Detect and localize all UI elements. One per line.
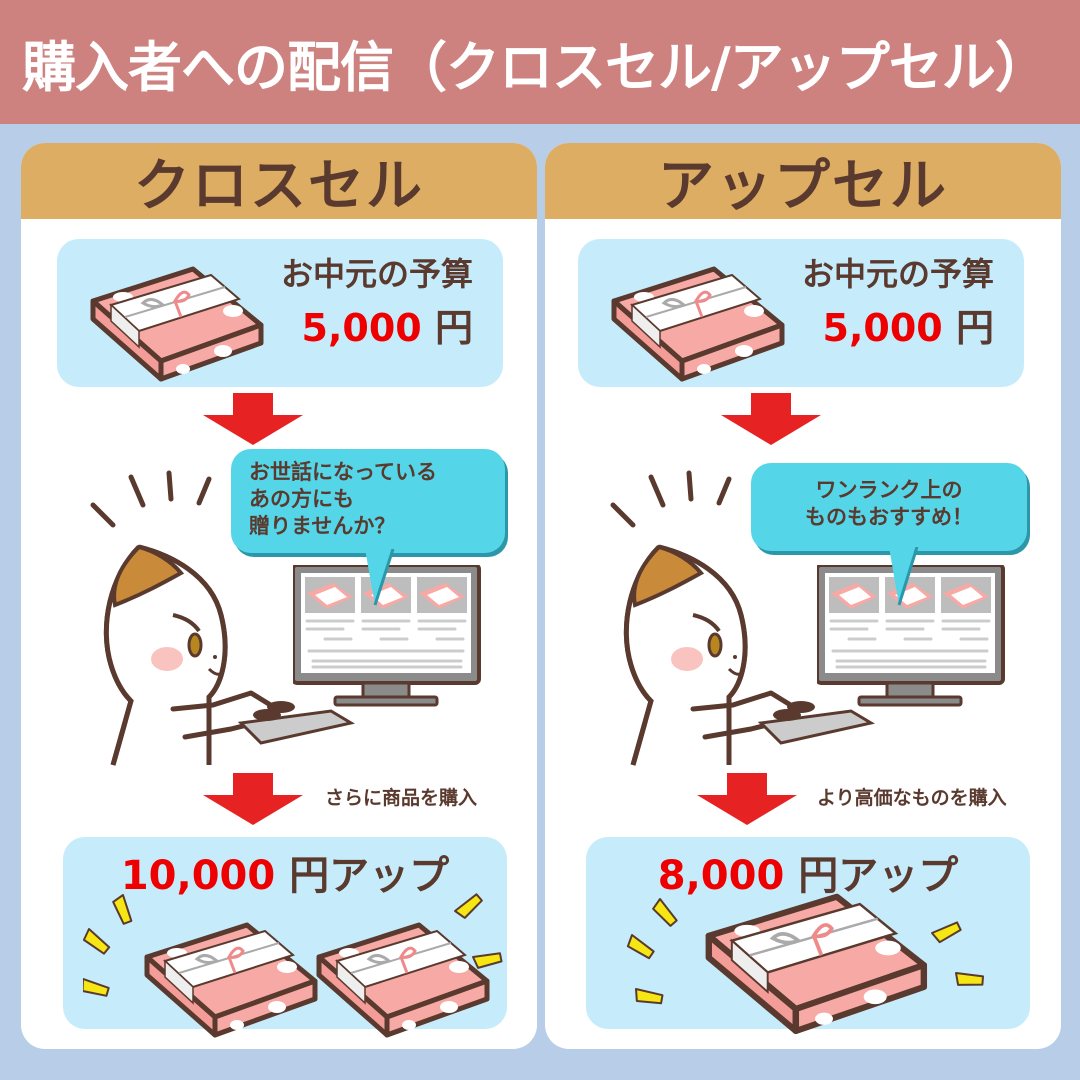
result-amount: 10,000 [120,853,276,899]
budget-label: お中元の予算 [801,255,994,293]
speech-line: ワンランク上の [815,478,963,502]
result-suffix: 円アップ [289,853,450,899]
speech-line: お世話になっている [249,460,437,484]
gift-box-icon [604,261,794,386]
budget-box: お中元の予算 5,000 円 [57,239,503,387]
cross-sell-panel: クロスセル お中元の予算 5,000 円 お世話になっている あの方にも 贈りま… [21,143,537,1049]
gift-box-icon [83,261,273,386]
arrow-down-icon [697,773,797,825]
speech-bubble: ワンランク上の ものもおすすめ！ [751,463,1027,551]
speech-bubble: お世話になっている あの方にも 贈りませんか？ [231,449,505,553]
speech-line: あの方にも [249,487,354,511]
result-caption: さらに商品を購入 [325,787,478,809]
budget-box: お中元の予算 5,000 円 [578,239,1024,387]
result-text: 10,000 円アップ [63,843,507,901]
result-text: 8,000 円アップ [586,843,1030,901]
budget-label: お中元の予算 [280,255,473,293]
result-box: 8,000 円アップ [586,837,1030,1029]
up-sell-panel: アップセル お中元の予算 5,000 円 ワンランク上の ものもおすすめ！ より… [545,143,1061,1049]
result-box: 10,000 円アップ [63,837,507,1029]
panel-heading: アップセル [545,143,1061,219]
speech-tail-icon [365,549,395,606]
speech-tail-icon [889,547,919,606]
panel-heading: クロスセル [21,143,537,219]
budget-unit: 円 [955,306,994,350]
budget-value: 5,000 [301,306,422,350]
arrow-down-icon [203,393,303,445]
result-suffix: 円アップ [798,853,959,899]
budget-amount: 5,000 円 [823,297,994,352]
arrow-down-icon [203,773,303,825]
result-amount: 8,000 [657,853,785,899]
gift-box-large-icon [696,887,936,1037]
page-title: 購入者への配信（クロスセル/アップセル） [0,0,1080,124]
gift-box-icon [309,917,499,1042]
speech-line: ものもおすすめ！ [805,505,973,529]
budget-amount: 5,000 円 [302,297,473,352]
budget-unit: 円 [434,306,473,350]
result-caption: より高価なものを購入 [817,787,1007,809]
speech-line: 贈りませんか？ [249,514,396,538]
arrow-down-icon [721,393,821,445]
budget-value: 5,000 [822,306,943,350]
gift-box-icon [137,917,327,1042]
